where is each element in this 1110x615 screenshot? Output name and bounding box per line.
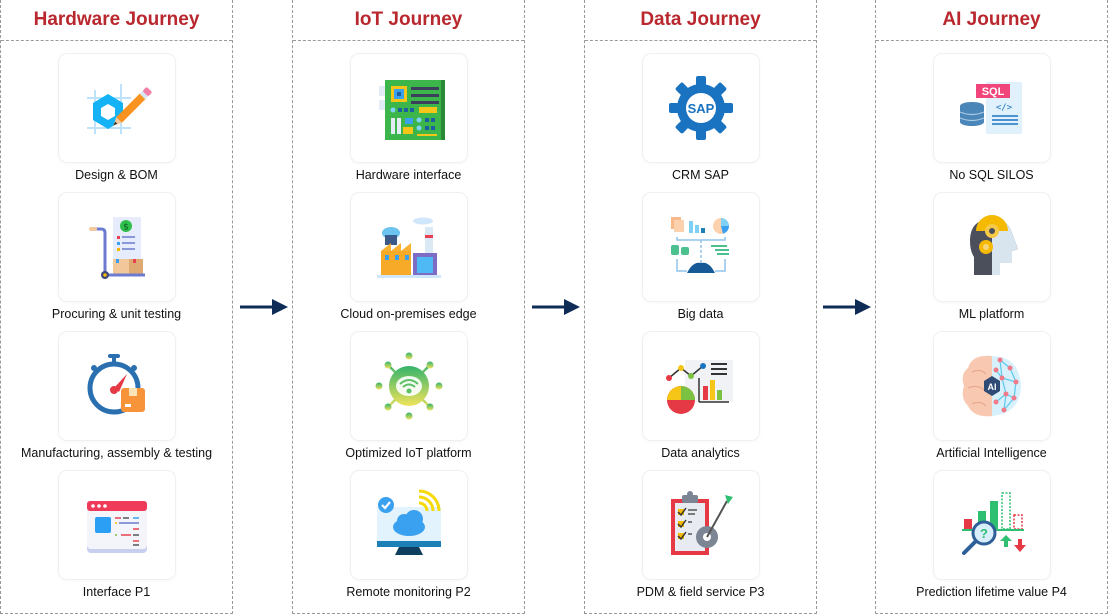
item-label: PDM & field service P3 [636,585,765,599]
item-label: Manufacturing, assembly & testing [20,446,213,460]
item-label: Design & BOM [75,168,158,182]
column-ai-journey: AI Journey SQL </> No SQL SILOS ML platf… [875,0,1108,614]
hexagon-pencil-icon [87,84,152,134]
monitor-cloud-icon [377,489,441,555]
analytics-charts-icon [666,360,733,414]
head-gear-icon [970,215,1018,275]
card-no-sql-silos: SQL </> [934,54,1050,162]
factory-cloud-icon [377,217,441,278]
prediction-chart-icon: ? [962,492,1026,555]
item-label: CRM SAP [672,168,729,182]
item-label: Artificial Intelligence [936,446,1047,460]
column-title: AI Journey [876,0,1107,41]
item-label: ML platform [958,307,1025,321]
item-label: Procuring & unit testing [51,307,182,321]
dollar-glyph: $ [123,223,129,233]
column-title: IoT Journey [293,0,524,41]
card-cloud-edge [351,193,467,301]
card-crm-sap: SAP [643,54,759,162]
trolley-invoice-icon: $ [89,217,145,279]
card-procuring: $ [59,193,175,301]
item-label: Data analytics [661,446,740,460]
arrow-right-icon [823,299,871,315]
circuit-board-icon [379,80,445,140]
card-prediction-lifetime-value: ? [934,471,1050,579]
card-remote-monitoring [351,471,467,579]
card-pdm-field-service [643,471,759,579]
item-label: Remote monitoring P2 [346,585,471,599]
card-hardware-interface [351,54,467,162]
arrow-right-icon [532,299,580,315]
card-design-bom [59,54,175,162]
column-hardware-journey: Hardware Journey Design & BOM $ Procurin… [0,0,233,614]
column-iot-journey: IoT Journey Hardware interface [292,0,525,614]
question-glyph: ? [980,526,988,541]
card-artificial-intelligence: AI [934,332,1050,440]
sql-glyph: SQL [982,86,1005,98]
sql-database-icon: SQL </> [959,82,1022,134]
card-ml-platform [934,193,1050,301]
column-title: Hardware Journey [1,0,232,41]
ai-brain-icon: AI [962,355,1021,417]
browser-window-icon [87,501,147,553]
column-data-journey: Data Journey SAP CRM SAP Big data [584,0,817,614]
item-label: Interface P1 [82,585,151,599]
item-label: Cloud on-premises edge [340,307,477,321]
item-label: Prediction lifetime value P4 [916,585,1067,599]
column-title: Data Journey [585,0,816,41]
ai-glyph: AI [988,382,997,392]
item-label: Optimized IoT platform [345,446,472,460]
code-glyph: </> [996,103,1013,113]
sap-glyph: SAP [688,101,715,116]
sap-gear-icon: SAP [669,76,733,140]
card-interface-p1 [59,471,175,579]
clipboard-gear-icon [671,491,733,555]
iot-wifi-hub-icon [375,352,443,420]
item-label: Hardware interface [355,168,462,182]
card-manufacturing [59,332,175,440]
item-label: No SQL SILOS [949,168,1034,182]
item-label: Big data [677,307,724,321]
arrow-right-icon [240,299,288,315]
card-big-data [643,193,759,301]
stopwatch-box-icon [87,354,145,415]
card-iot-platform [351,332,467,440]
big-data-icon [671,217,729,273]
card-data-analytics [643,332,759,440]
